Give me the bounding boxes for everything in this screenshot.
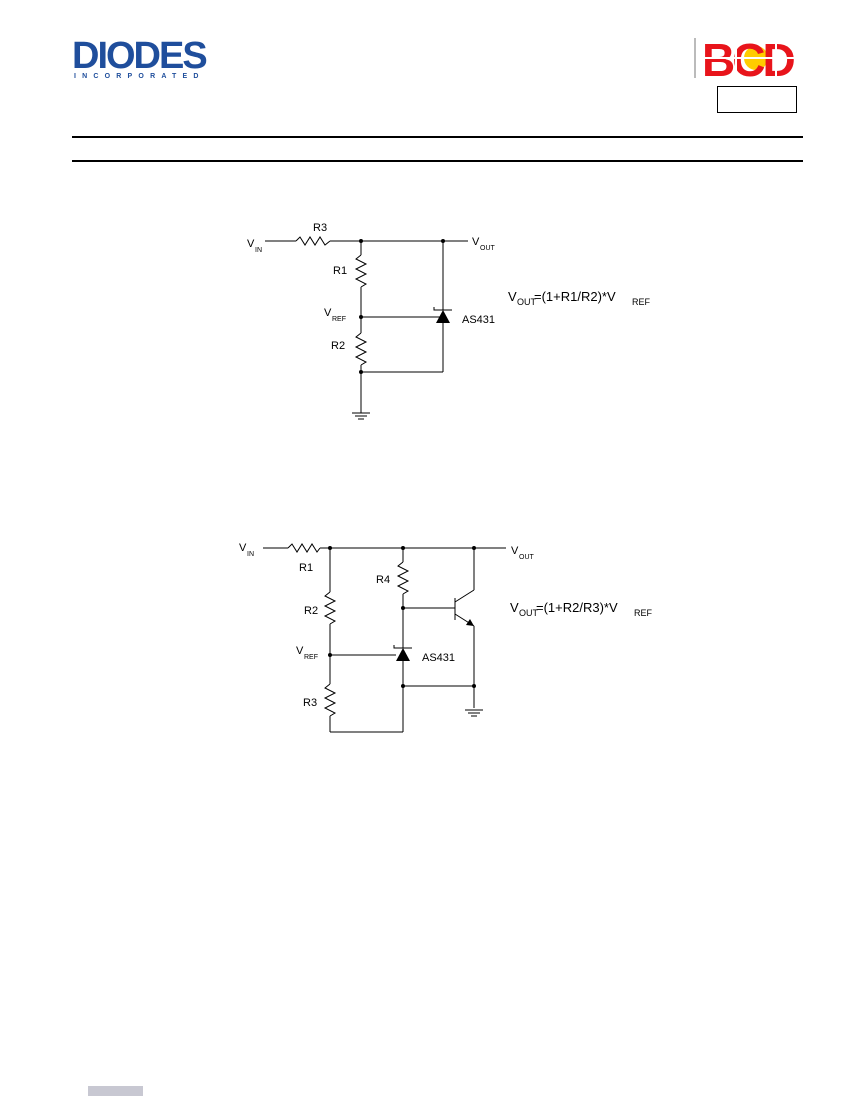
r1-label: R1 [333,265,347,277]
vout-label: V [511,545,519,557]
resistor-r3 [295,236,331,246]
resistor-r3 [323,683,337,717]
transistor-arrow [466,619,474,626]
vin-label: V [239,542,247,554]
formula-v: V [508,289,517,304]
formula-sub-ref: REF [632,297,651,307]
r2-label: R2 [304,605,318,617]
circuit-diagram-2: V IN V OUT R1 R2 R3 R4 V REF AS431 V OUT… [239,542,653,733]
vin-label: V [247,238,255,250]
r1-label: R1 [299,562,313,574]
resistor-r2 [354,332,368,366]
vin-sub: IN [255,247,262,254]
vref-sub: REF [332,316,346,323]
r4-label: R4 [376,574,390,586]
resistor-r2 [323,591,337,625]
vout-sub: OUT [519,554,535,561]
formula-v: V [510,600,519,615]
bcd-logo: BCD [694,36,820,80]
vref-label: V [324,307,332,319]
as431-label-1: AS431 [462,314,495,326]
diodes-logo-text: DIODES [72,36,206,77]
formula-mid: =(1+R1/R2)*V [534,289,616,304]
r3-label: R3 [313,222,327,234]
circuit-diagram-1: V IN V OUT R3 R1 R2 V REF AS431 V OUT =(… [247,222,651,420]
vref-label: V [296,645,304,657]
vout-label: V [472,236,480,248]
diodes-logo-subtext: INCORPORATED [74,73,205,80]
vin-sub: IN [247,551,254,558]
resistor-r1 [287,543,321,553]
vout-sub: OUT [480,245,496,252]
r3-label: R3 [303,697,317,709]
diodes-logo: DIODES INCORPORATED [72,36,208,80]
formula-sub-out: OUT [519,608,539,618]
formula-sub-out: OUT [517,297,537,307]
header-rule-top [72,136,803,138]
vref-sub: REF [304,654,318,661]
formula-sub-ref: REF [634,608,653,618]
r2-label: R2 [331,340,345,352]
header-rule-bottom [72,160,803,162]
as431-label-2: AS431 [422,652,455,664]
as431-symbol-2 [396,648,410,661]
resistor-r1 [354,254,368,288]
footer-link[interactable] [88,1086,143,1096]
part-number-box [717,86,797,113]
formula-mid: =(1+R2/R3)*V [536,600,618,615]
as431-symbol-1 [436,310,450,323]
resistor-r4 [396,561,410,595]
